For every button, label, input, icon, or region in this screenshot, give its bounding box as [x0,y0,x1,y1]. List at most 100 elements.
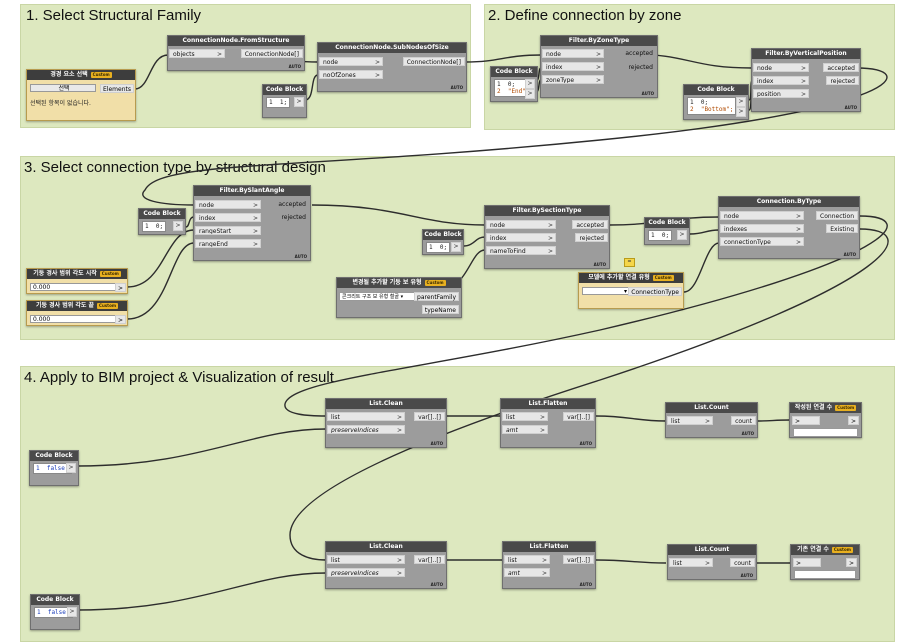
rangeend-input-port[interactable]: rangeEnd> [195,239,261,248]
filter-by-slant-angle-node[interactable]: Filter.BySlantAngle node> index> rangeSt… [193,185,311,261]
list-flatten-node[interactable]: List.Flatten list> amt> var[]..[] AUTO [500,398,596,448]
amt-input-port[interactable]: amt> [502,425,548,434]
slider-value-field[interactable]: 0.000 [30,283,116,291]
filter-by-zone-type-node[interactable]: Filter.ByZoneType node> index> zoneType>… [540,35,658,98]
connection-by-type-node[interactable]: Connection.ByType node> indexes> connect… [718,196,860,259]
list-input-port[interactable]: list> [504,555,550,564]
code-output-port[interactable]: > [451,242,461,252]
code-output-port[interactable]: > [677,230,687,240]
slider-value-field[interactable]: 0.000 [30,315,116,323]
subnodes-of-size-node[interactable]: ConnectionNode.SubNodesOfSize node> noOf… [317,42,467,92]
var-output-port[interactable]: var[]..[] [563,555,594,564]
code-output-port[interactable]: > [66,463,76,473]
typename-output-port[interactable]: typeName [421,305,459,314]
parentfamily-output-port[interactable]: parentFamily [414,292,459,301]
code-output-port[interactable]: > [67,607,77,617]
list-count-node[interactable]: List.Count list> count AUTO [665,402,758,438]
code-editor[interactable]: 1 0; [142,221,167,232]
watch-input-port[interactable]: > [793,558,821,567]
node-input-port[interactable]: node> [319,57,383,66]
code-block-node[interactable]: Code Block 1 0; 2 "Bottom"; > > [683,84,749,120]
group-apply-to-bim[interactable]: 4. Apply to BIM project & Visualization … [20,366,895,642]
connectiontype-output-port[interactable]: ConnectionType [628,287,682,296]
connection-output-port[interactable]: Connection [816,211,858,220]
code-editor[interactable]: 1 1; [266,97,291,108]
code-output-port[interactable]: > [525,89,535,99]
slider-output-port[interactable]: > [114,315,126,324]
node-input-port[interactable]: node> [195,200,261,209]
var-output-port[interactable]: var[]..[] [563,412,594,421]
var-output-port[interactable]: var[]..[] [414,412,445,421]
list-flatten-node[interactable]: List.Flatten list> amt> var[]..[] AUTO [502,541,596,589]
count-output-port[interactable]: count [731,416,756,425]
preserveindices-input-port[interactable]: preserveIndices> [327,425,405,434]
preserveindices-input-port[interactable]: preserveIndices> [327,568,405,577]
index-input-port[interactable]: index> [195,213,261,222]
connectionnode-output-port[interactable]: ConnectionNode[] [240,49,303,58]
code-block-false-node[interactable]: Code Block 1 false; > [30,594,80,630]
nametofind-input-port[interactable]: nameToFind> [486,246,556,255]
node-input-port[interactable]: node> [542,49,604,58]
code-output-port[interactable]: > [173,221,183,231]
accepted-output-port[interactable]: accepted [572,220,608,229]
code-output-port[interactable]: > [736,97,746,107]
watch-output-port[interactable]: > [845,558,857,567]
code-block-node[interactable]: Code Block 1 1; > [262,84,307,118]
list-clean-node[interactable]: List.Clean list> preserveIndices> var[].… [325,541,447,589]
list-input-port[interactable]: list> [327,412,405,421]
position-input-port[interactable]: position> [753,89,809,98]
code-block-node[interactable]: Code Block 1 0; > [644,217,690,245]
from-structure-node[interactable]: ConnectionNode.FromStructure objects> Co… [167,35,305,71]
code-editor[interactable]: 1 0; [426,242,451,253]
list-clean-node[interactable]: List.Clean list> preserveIndices> var[].… [325,398,447,448]
node-input-port[interactable]: node> [720,211,804,220]
node-input-port[interactable]: node> [486,220,556,229]
existing-output-port[interactable]: Existing [826,224,858,233]
connectiontype-input-port[interactable]: connectionType> [720,237,804,246]
var-output-port[interactable]: var[]..[] [414,555,445,564]
filter-by-vertical-position-node[interactable]: Filter.ByVerticalPosition node> index> p… [751,48,861,112]
code-block-node[interactable]: Code Block 1 0; 2 "End"; > > [490,66,538,102]
accepted-output-port[interactable]: accepted [625,50,653,57]
connection-dropdown[interactable]: ▾ [582,287,630,295]
note-icon[interactable]: = [624,258,635,267]
watch-output-port[interactable]: > [847,416,859,425]
rejected-output-port[interactable]: rejected [826,76,859,85]
rejected-output-port[interactable]: rejected [281,214,306,221]
select-button[interactable]: 선택 [30,84,96,92]
index-input-port[interactable]: index> [542,62,604,71]
list-input-port[interactable]: list> [327,555,405,564]
accepted-output-port[interactable]: accepted [823,63,859,72]
index-input-port[interactable]: index> [486,233,556,242]
watch-input-port[interactable]: > [792,416,820,425]
rangestart-input-port[interactable]: rangeStart> [195,226,261,235]
rejected-output-port[interactable]: rejected [628,64,653,71]
noofzones-input-port[interactable]: noOfZones> [319,70,383,79]
list-input-port[interactable]: list> [502,412,548,421]
code-editor[interactable]: 1 0; 2 "Bottom"; [687,97,737,115]
code-block-false-node[interactable]: Code Block 1 false; > [29,450,79,486]
code-editor[interactable]: 1 0; [648,230,673,241]
elements-output-port[interactable]: Elements [100,84,134,93]
list-input-port[interactable]: list> [669,558,713,567]
rejected-output-port[interactable]: rejected [575,233,608,242]
count-output-port[interactable]: count [730,558,755,567]
code-output-port[interactable]: > [294,97,304,107]
family-dropdown[interactable]: 콘크리트 구조 보 유형 철골 ▾ [339,292,417,301]
index-input-port[interactable]: index> [753,76,809,85]
code-output-port[interactable]: > [736,107,746,117]
node-input-port[interactable]: node> [753,63,809,72]
list-count-node[interactable]: List.Count list> count AUTO [667,544,757,580]
code-block-node[interactable]: Code Block 1 0; > [422,229,464,255]
indexes-input-port[interactable]: indexes> [720,224,804,233]
connectionnode-output-port[interactable]: ConnectionNode[] [402,57,465,66]
amt-input-port[interactable]: amt> [504,568,550,577]
filter-by-section-type-node[interactable]: Filter.BySectionType node> index> nameTo… [484,205,610,269]
